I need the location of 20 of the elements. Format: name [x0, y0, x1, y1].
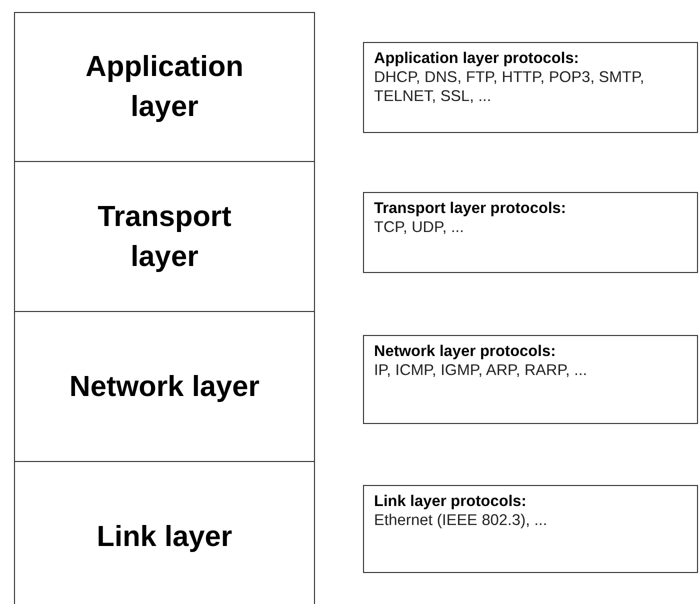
layer-name: Network layer	[68, 370, 261, 404]
protocol-heading: Link layer protocols:	[374, 492, 528, 511]
protocol-list: Ethernet (IEEE 802.3), ...	[374, 511, 687, 530]
layer-box	[14, 12, 315, 162]
protocol-heading: Transport layer protocols:	[374, 199, 568, 218]
protocol-heading: Application layer protocols:	[374, 49, 580, 68]
protocol-box	[363, 42, 698, 133]
layer-box	[14, 461, 315, 604]
protocol-heading: Network layer protocols:	[374, 342, 557, 361]
protocol-list: IP, ICMP, IGMP, ARP, RARP, ...	[374, 361, 687, 380]
layer-name: Transport layer	[96, 200, 232, 274]
protocol-list: TCP, UDP, ...	[374, 218, 687, 237]
layer-name: Application layer	[84, 50, 244, 125]
protocol-box	[363, 335, 698, 424]
layer-box	[14, 311, 315, 462]
protocol-box	[363, 485, 698, 573]
protocol-box	[363, 192, 698, 273]
layer-name: Link layer	[96, 520, 234, 554]
layer-box	[14, 161, 315, 312]
protocol-list: DHCP, DNS, FTP, HTTP, POP3, SMTP, TELNET, SSL, ...	[374, 68, 687, 106]
